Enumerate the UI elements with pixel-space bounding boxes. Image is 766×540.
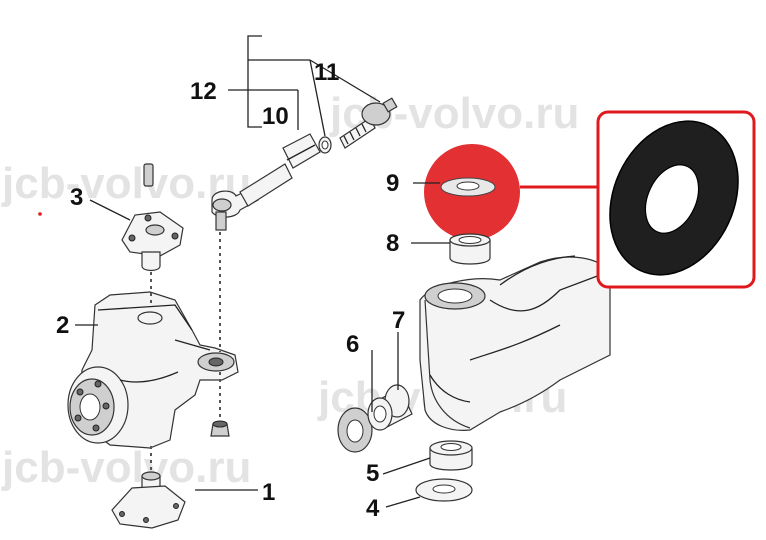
part-number-6: 6: [346, 331, 359, 358]
ball-joint: [339, 97, 398, 149]
highlighted-washer-9: [424, 144, 520, 240]
part-number-8: 8: [386, 230, 399, 257]
steering-knuckle: [67, 291, 239, 449]
tie-rod: [211, 133, 321, 231]
part-number-11: 11: [314, 59, 339, 86]
part-number-7: 7: [392, 307, 405, 334]
part-number-5: 5: [366, 460, 379, 487]
axle-beam: [419, 255, 611, 431]
leader-lines: [75, 35, 450, 508]
tie-rod-nut: [210, 420, 230, 437]
watermark-left: jcb-volvo.ru: [1, 159, 251, 208]
part-number-1: 1: [262, 479, 275, 506]
sleeve-bushing-7: [367, 384, 413, 431]
part-number-2: 2: [56, 312, 69, 339]
part-number-9: 9: [386, 170, 399, 197]
part-number-12: 12: [190, 78, 217, 105]
bush-5: [429, 440, 473, 471]
upper-king-pin-flange: [121, 163, 184, 272]
bushing-8: [449, 233, 491, 265]
washer-4: [415, 478, 473, 502]
part-number-3: 3: [70, 184, 83, 211]
lower-king-pin-flange: [111, 471, 186, 529]
part-number-10: 10: [262, 103, 289, 130]
watermark-bottom: jcb-volvo.ru: [1, 443, 251, 492]
red-dot-marker: [38, 212, 42, 216]
enlarged-washer: [609, 120, 739, 276]
part-number-4: 4: [366, 495, 380, 522]
seal-ring-6: [337, 407, 373, 453]
